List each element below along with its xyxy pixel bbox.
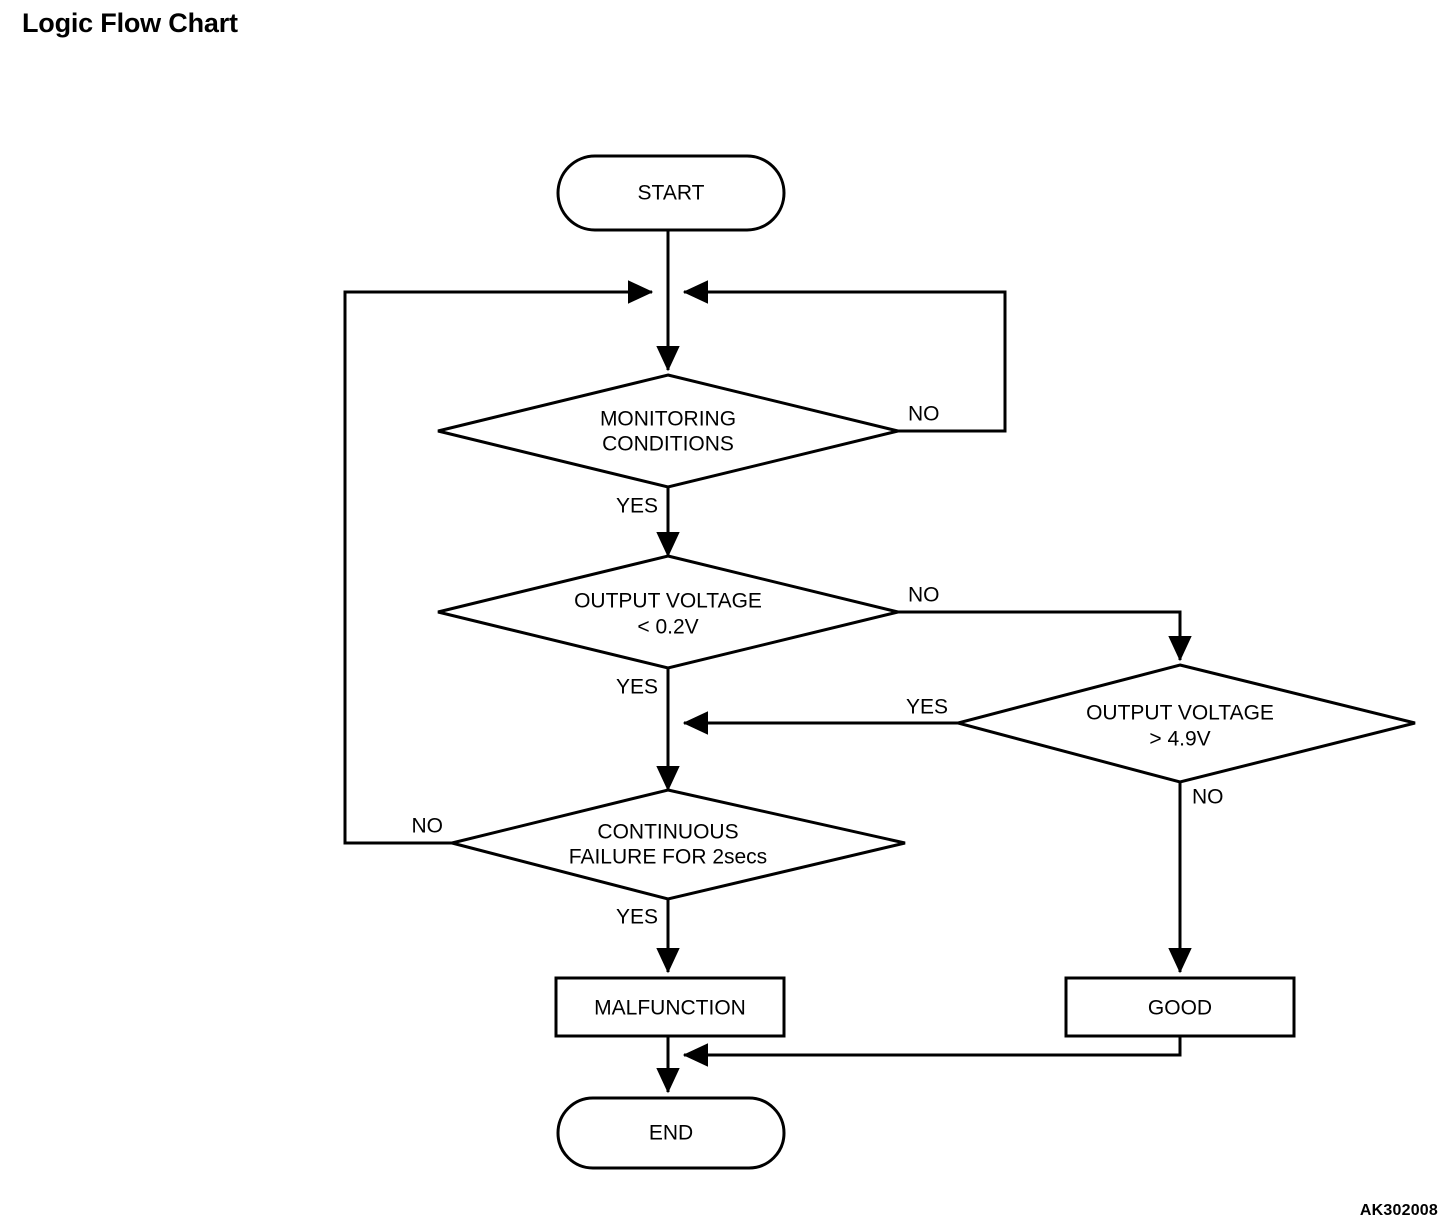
continuous-failure-decision-shape [451,788,906,901]
end-terminator-shape [556,1096,786,1170]
page-title: Logic Flow Chart [22,8,238,38]
monitoring-decision-shape [437,373,899,489]
branch-label-outhigh-no: NO [1192,786,1224,809]
branch-label-outhigh-yes: YES [906,696,948,719]
branch-label-contfail-yes: YES [616,906,658,929]
malfunction-box-shape [554,976,786,1038]
edge-outlow-no-to-outhigh [898,610,1192,662]
branch-label-contfail-no: NO [412,815,444,838]
edge-good-to-end-merge [682,1036,1182,1067]
output-voltage-high-label-line1: OUTPUT VOLTAGE [1086,702,1274,725]
node-start: START [556,154,786,232]
end-label: END [649,1122,693,1145]
output-voltage-low-decision-shape [437,554,899,670]
node-end: END [556,1096,786,1170]
branch-label-monitoring-yes: YES [616,495,658,518]
branch-label-outlow-yes: YES [616,676,658,699]
branch-label-outlow-no: NO [908,584,940,607]
watermark-code: AK302008 [1359,1202,1438,1219]
good-label: GOOD [1148,997,1212,1020]
output-voltage-low-label-line1: OUTPUT VOLTAGE [574,590,762,613]
node-malfunction: MALFUNCTION [554,976,786,1038]
node-continuous-failure: CONTINUOUS FAILURE FOR 2secs [451,788,906,901]
continuous-failure-label-line1: CONTINUOUS [597,821,738,844]
branch-label-monitoring-no: NO [908,403,940,426]
edge-monitoring-no-loopback [682,280,1007,433]
edge-contfail-no-loopback [343,280,654,845]
start-terminator-shape [556,154,786,232]
output-voltage-high-decision-shape [952,663,1416,784]
output-voltage-low-label-line2: < 0.2V [637,616,698,639]
node-output-voltage-high: OUTPUT VOLTAGE > 4.9V [952,663,1416,784]
node-good: GOOD [1064,976,1296,1038]
output-voltage-high-label-line2: > 4.9V [1149,728,1210,751]
continuous-failure-label-line2: FAILURE FOR 2secs [569,846,767,869]
good-box-shape [1064,976,1296,1038]
node-monitoring-conditions: MONITORING CONDITIONS [437,373,899,489]
malfunction-label: MALFUNCTION [594,997,746,1020]
monitoring-label-line2: CONDITIONS [602,433,734,456]
node-output-voltage-low: OUTPUT VOLTAGE < 0.2V [437,554,899,670]
monitoring-label-line1: MONITORING [600,408,736,431]
start-label: START [638,182,705,205]
